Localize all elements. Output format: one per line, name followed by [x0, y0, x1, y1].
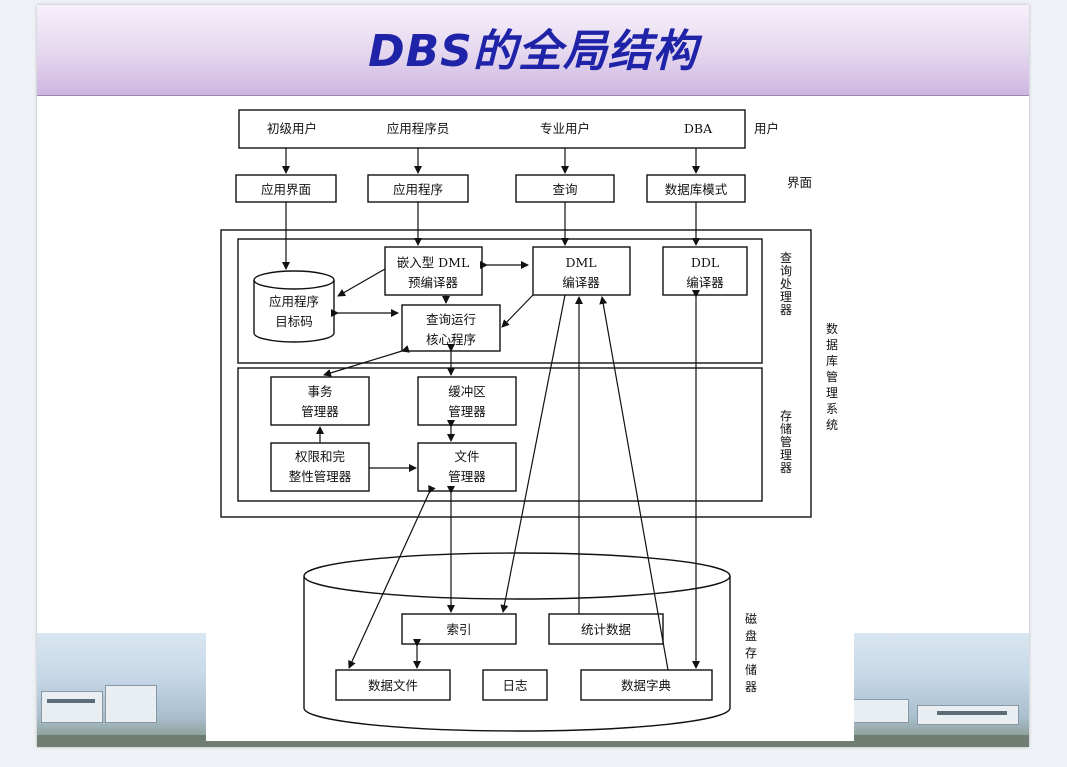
slide-title: DBS的全局结构 [368, 26, 698, 77]
user-sophisticated: 专业用户 [540, 121, 590, 136]
slide: DBS的全局结构 [37, 5, 1029, 747]
connector-arrows [282, 148, 700, 671]
embedded-dml-line1: 嵌入型 DML [397, 255, 470, 270]
interface-db-schema: 数据库模式 [665, 182, 728, 197]
auth-line1: 权限和完 [295, 449, 345, 464]
user-dba: DBA [684, 121, 713, 136]
storage-manager-box [237, 367, 763, 502]
log-box [482, 669, 548, 701]
core-line1: 查询运行 [426, 312, 476, 327]
file-manager-box [417, 442, 517, 492]
qp-label-char: 查 [780, 251, 792, 265]
campus-building [41, 691, 103, 723]
qp-label-char: 询 [780, 264, 792, 278]
interface-app-ui: 应用界面 [261, 182, 311, 197]
interface-app-program: 应用程序 [393, 182, 443, 197]
app-object-line2: 目标码 [275, 314, 313, 329]
dbs-structure-diagram: 初级用户 应用程序员 专业用户 DBA 用户 应用界面 应用程序 查询 数据库模… [220, 109, 838, 732]
app-object-code-cylinder [253, 280, 335, 343]
statistics-box [548, 613, 664, 645]
dbms-outer-box [220, 229, 812, 518]
campus-building-windows [47, 699, 95, 703]
disk-log: 日志 [502, 678, 527, 693]
disk-label-char: 储 [745, 662, 757, 677]
embedded-dml-line2: 预编译器 [408, 275, 459, 290]
dml-compiler-box [532, 246, 631, 296]
campus-building [917, 705, 1019, 725]
dbms-label-char: 系 [826, 402, 838, 416]
qp-label-char: 理 [780, 290, 792, 304]
data-file-box [335, 669, 451, 701]
qp-label-char: 处 [780, 277, 792, 291]
disk-cylinder-top [303, 552, 731, 600]
title-band: DBS的全局结构 [37, 5, 1029, 96]
dml-line1: DML [565, 255, 596, 270]
dbms-label-char: 管 [826, 369, 838, 384]
app-object-code-cylinder-top [253, 270, 335, 290]
disk-data-dictionary: 数据字典 [621, 678, 671, 693]
buffer-line2: 管理器 [448, 404, 486, 419]
core-line2: 核心程序 [426, 332, 476, 347]
user-app-programmer: 应用程序员 [387, 121, 450, 136]
auth-line2: 整性管理器 [289, 469, 352, 484]
disk-data-file: 数据文件 [368, 678, 418, 693]
campus-building-windows [937, 711, 1007, 715]
file-line2: 管理器 [448, 469, 486, 484]
campus-building [105, 685, 157, 723]
disk-cylinder [303, 576, 731, 732]
qp-label-char: 器 [780, 303, 792, 317]
dbms-label-char: 库 [826, 353, 838, 368]
sm-label-char: 存 [780, 409, 792, 423]
disk-label-char: 盘 [745, 628, 757, 643]
sm-label-char: 储 [780, 421, 792, 436]
disk-statistics: 统计数据 [581, 622, 631, 637]
disk-label-char: 磁 [745, 611, 757, 626]
buffer-line1: 缓冲区 [448, 384, 486, 399]
data-dictionary-box [580, 669, 713, 701]
ddl-line2: 编译器 [686, 275, 724, 290]
users-row-box [238, 109, 746, 149]
sm-label-char: 理 [780, 448, 792, 462]
users-label: 用户 [754, 121, 779, 136]
disk-index: 索引 [446, 622, 471, 637]
sm-label-char: 器 [780, 461, 792, 475]
file-line1: 文件 [454, 449, 479, 464]
dbms-label-char: 据 [826, 338, 838, 352]
app-object-line1: 应用程序 [269, 294, 319, 309]
query-processor-box [237, 238, 763, 364]
user-novice: 初级用户 [267, 121, 317, 136]
disk-label-char: 器 [745, 680, 757, 694]
tx-line2: 管理器 [301, 404, 339, 419]
ddl-compiler-box [662, 246, 748, 296]
dml-line2: 编译器 [562, 275, 600, 290]
dbms-label-char: 数 [826, 321, 838, 336]
sm-label-char: 管 [780, 434, 792, 449]
dbms-label-char: 统 [826, 418, 838, 432]
ddl-line1: DDL [691, 255, 719, 270]
tx-line1: 事务 [307, 384, 332, 399]
buffer-manager-box [417, 376, 517, 426]
embedded-dml-precompiler-box [384, 246, 483, 296]
interface-query: 查询 [552, 182, 577, 197]
dbms-label-char: 理 [826, 386, 838, 400]
transaction-manager-box [270, 376, 370, 426]
disk-label-char: 存 [745, 646, 757, 660]
dbs-structure-figure: 初级用户 应用程序员 专业用户 DBA 用户 应用界面 应用程序 查询 数据库模… [206, 100, 854, 741]
interface-label: 界面 [787, 175, 812, 190]
